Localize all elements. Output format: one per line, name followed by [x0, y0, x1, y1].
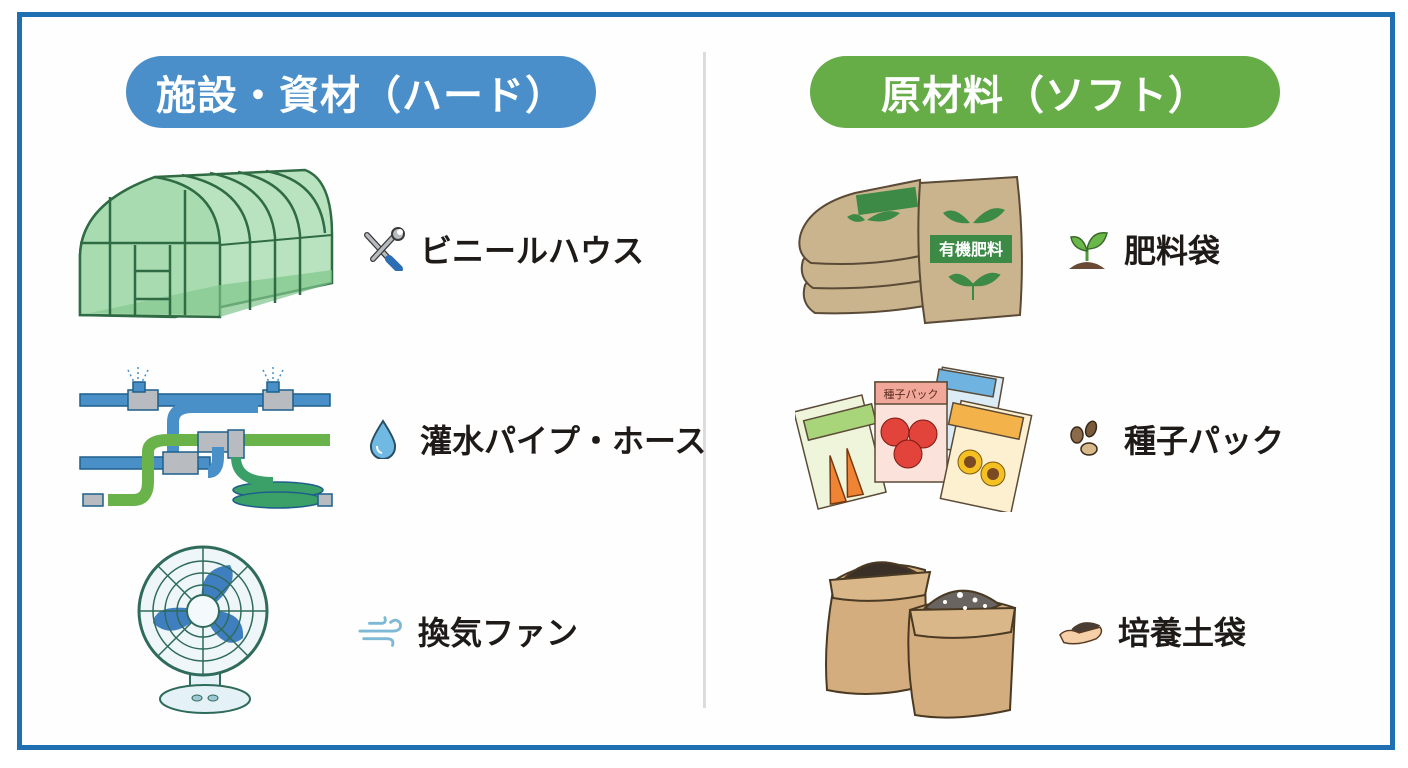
item-soil: 培養土袋 [1058, 608, 1246, 654]
wrench-screwdriver-icon [360, 226, 406, 272]
item-label: 肥料袋 [1124, 232, 1221, 270]
svg-text:種子パック: 種子パック [884, 387, 939, 401]
hard-category-header: 施設・資材（ハード） [126, 56, 596, 128]
item-label: 灌水パイプ・ホース [420, 422, 707, 460]
column-divider [703, 52, 706, 708]
seeds-icon [1064, 416, 1110, 462]
item-fertilizer: 肥料袋 [1064, 226, 1220, 272]
sprout-icon [1064, 226, 1110, 272]
water-drop-icon [360, 416, 406, 462]
svg-text:有機肥料: 有機肥料 [939, 240, 1003, 259]
item-label: 培養土袋 [1118, 614, 1247, 652]
item-irrigation: 灌水パイプ・ホース [360, 416, 706, 462]
soft-category-header: 原材料（ソフト） [810, 56, 1280, 128]
fertilizer-bags-illustration: 有機肥料 [795, 175, 1030, 325]
greenhouse-illustration [70, 165, 335, 325]
soil-in-hand-icon [1058, 608, 1104, 654]
item-label: ビニールハウス [420, 232, 645, 270]
item-label: 換気ファン [418, 614, 579, 652]
item-seeds: 種子パック [1064, 416, 1284, 462]
fan-illustration [135, 543, 275, 718]
wind-icon [358, 608, 404, 654]
seed-packets-illustration: 種子パック [793, 362, 1035, 515]
item-greenhouse: ビニールハウス [360, 226, 644, 272]
item-fan: 換気ファン [358, 608, 578, 654]
item-label: 種子パック [1124, 422, 1285, 460]
soil-sacks-illustration [815, 550, 1030, 720]
irrigation-pipes-illustration [78, 362, 333, 512]
